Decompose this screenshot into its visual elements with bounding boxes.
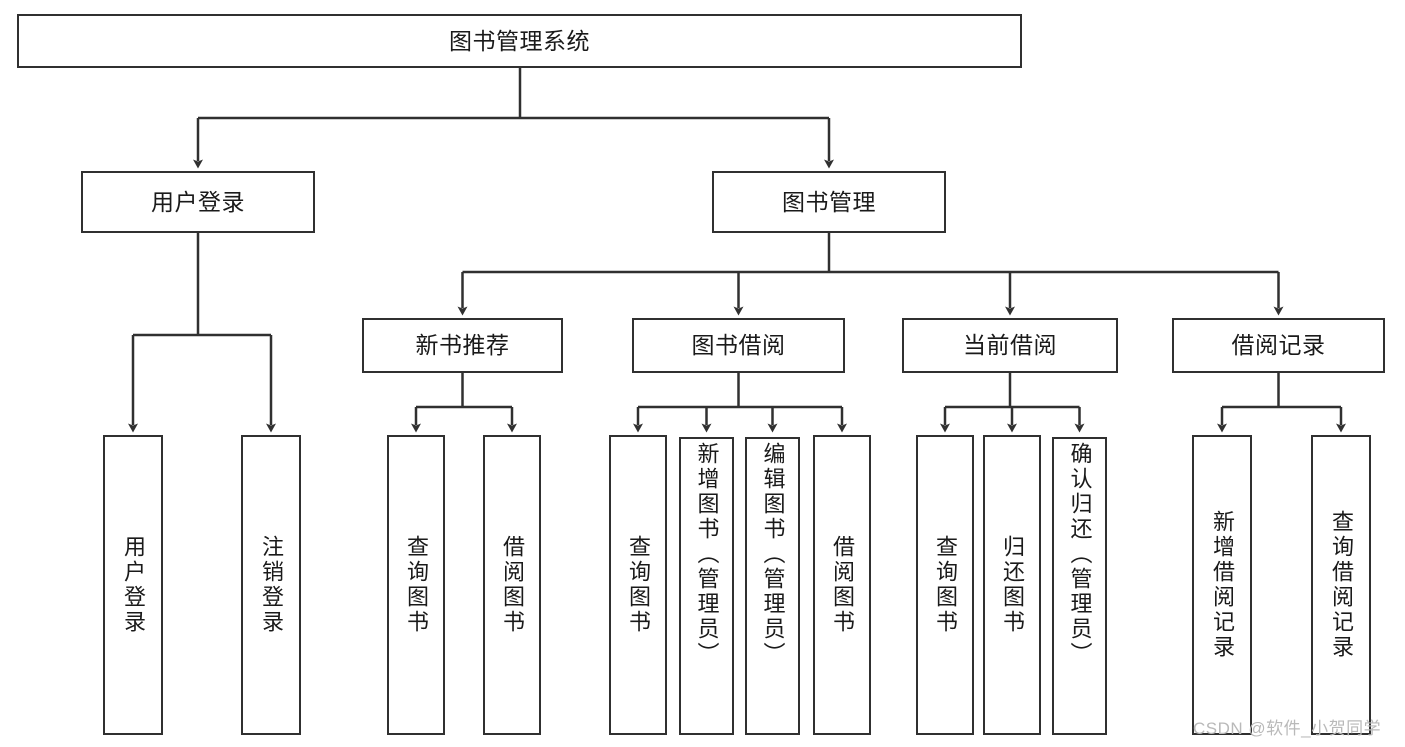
level2-node-box: 用户登录 xyxy=(81,171,315,233)
level2-node-box: 图书管理 xyxy=(712,171,946,233)
leaf-node-box: 借阅图书 xyxy=(483,435,541,735)
level3-node-label: 新书推荐 xyxy=(415,332,510,359)
leaf-node-box: 注销登录 xyxy=(241,435,301,735)
level2-node-label: 图书管理 xyxy=(782,188,876,215)
leaf-node-label: 用户登录 xyxy=(121,535,146,635)
leaf-node-box: 归还图书 xyxy=(983,435,1041,735)
level3-node-label: 图书借阅 xyxy=(691,332,786,359)
root-node-box: 图书管理系统 xyxy=(17,14,1022,68)
level3-node-label: 借阅记录 xyxy=(1231,332,1326,359)
leaf-node-label: 查询图书 xyxy=(626,535,651,635)
leaf-node-label: 查询图书 xyxy=(933,535,958,635)
leaf-node-label: 查询借阅记录 xyxy=(1329,510,1354,660)
root-node-label: 图书管理系统 xyxy=(449,27,590,54)
csdn-watermark: CSDN @软件_小贺同学 xyxy=(1193,719,1382,738)
level3-node-box: 图书借阅 xyxy=(632,318,845,373)
leaf-node-label: 归还图书 xyxy=(1000,535,1025,635)
leaf-node-box: 查询图书 xyxy=(387,435,445,735)
leaf-node-box: 用户登录 xyxy=(103,435,163,735)
leaf-node-box: 借阅图书 xyxy=(813,435,871,735)
leaf-node-box: 确认归还（管理员） xyxy=(1052,437,1107,735)
leaf-node-label: 新增借阅记录 xyxy=(1210,510,1235,660)
level3-node-box: 借阅记录 xyxy=(1172,318,1385,373)
leaf-node-box: 查询图书 xyxy=(916,435,974,735)
leaf-node-box: 查询借阅记录 xyxy=(1311,435,1371,735)
leaf-node-label: 借阅图书 xyxy=(830,535,855,635)
leaf-node-box: 新增借阅记录 xyxy=(1192,435,1252,735)
leaf-node-label: 借阅图书 xyxy=(500,535,525,635)
leaf-node-label: 确认归还（管理员） xyxy=(1067,442,1093,667)
leaf-node-box: 编辑图书（管理员） xyxy=(745,437,800,735)
level3-node-box: 当前借阅 xyxy=(902,318,1118,373)
level3-node-label: 当前借阅 xyxy=(963,332,1057,359)
leaf-node-label: 注销登录 xyxy=(259,535,284,635)
level3-node-box: 新书推荐 xyxy=(362,318,563,373)
leaf-node-box: 查询图书 xyxy=(609,435,667,735)
leaf-node-label: 新增图书（管理员） xyxy=(694,442,720,667)
leaf-node-label: 查询图书 xyxy=(404,535,429,635)
leaf-node-label: 编辑图书（管理员） xyxy=(760,442,786,667)
level2-node-label: 用户登录 xyxy=(151,188,245,215)
leaf-node-box: 新增图书（管理员） xyxy=(679,437,734,735)
